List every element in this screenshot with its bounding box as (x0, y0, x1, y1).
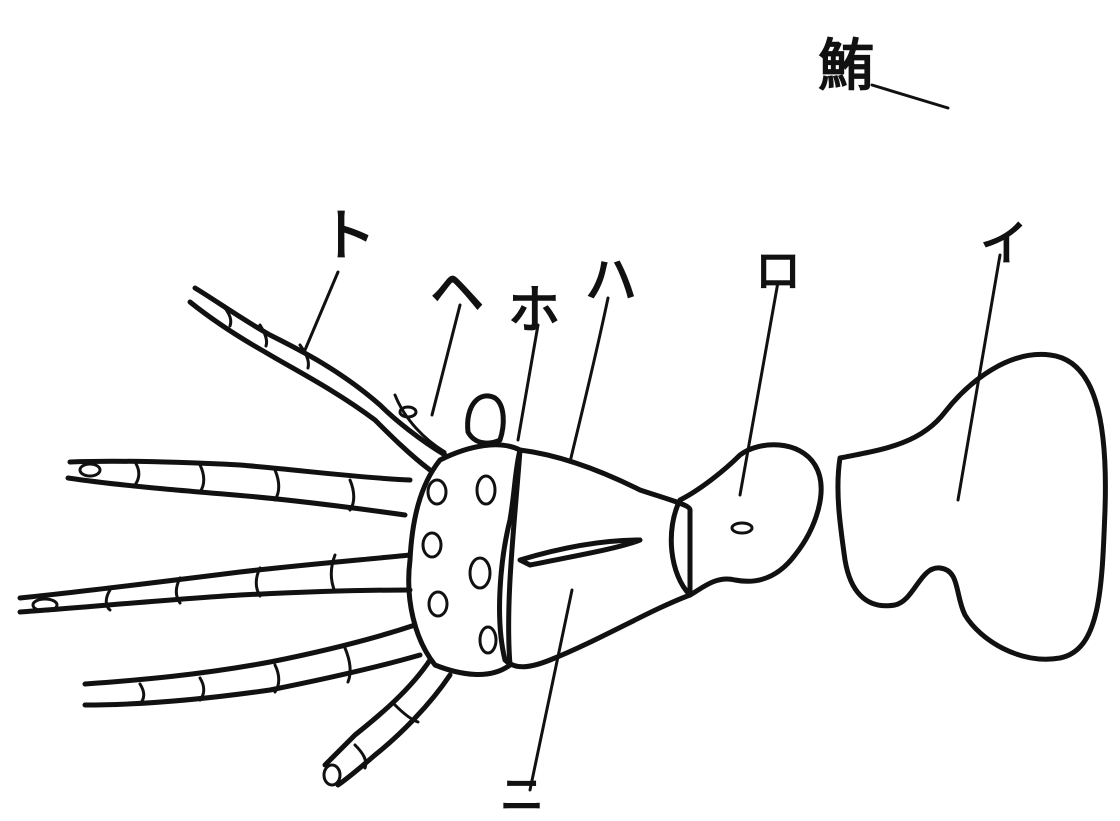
diagram-title: 鮪 (818, 38, 874, 94)
label-ho: ホ (508, 285, 560, 337)
leader-ro (740, 282, 778, 495)
bone-ro-mark (732, 523, 752, 533)
label-ro: ロ (755, 248, 801, 294)
leader-ha (570, 298, 608, 462)
leader-i (958, 255, 1000, 500)
leader-ni (530, 590, 572, 790)
fin-ray-2 (68, 461, 410, 515)
carpal-hole-3 (423, 533, 441, 557)
leader-to (305, 272, 338, 350)
label-he: ヘ (430, 265, 484, 319)
carpal-hole-6 (480, 627, 496, 653)
carpal-hole-1 (428, 480, 446, 504)
fin-ray-5 (324, 660, 450, 785)
bone-i (838, 354, 1105, 659)
label-ni: ニ (500, 774, 544, 818)
label-to: ト (320, 208, 376, 264)
carpal-hole-2 (477, 476, 495, 504)
label-i: イ (980, 220, 1028, 268)
fin-ray-1 (190, 288, 445, 470)
plate-divider (520, 540, 640, 565)
carpal-hole-5 (429, 592, 447, 616)
fin-ray-4 (85, 625, 420, 705)
label-ha: ハ (585, 255, 637, 307)
leader-ho (518, 325, 538, 440)
fin-ray-3 (20, 555, 410, 612)
small-bone-top (468, 396, 504, 443)
carpal-hole-4 (470, 558, 490, 588)
title-underline-stroke (872, 85, 948, 108)
